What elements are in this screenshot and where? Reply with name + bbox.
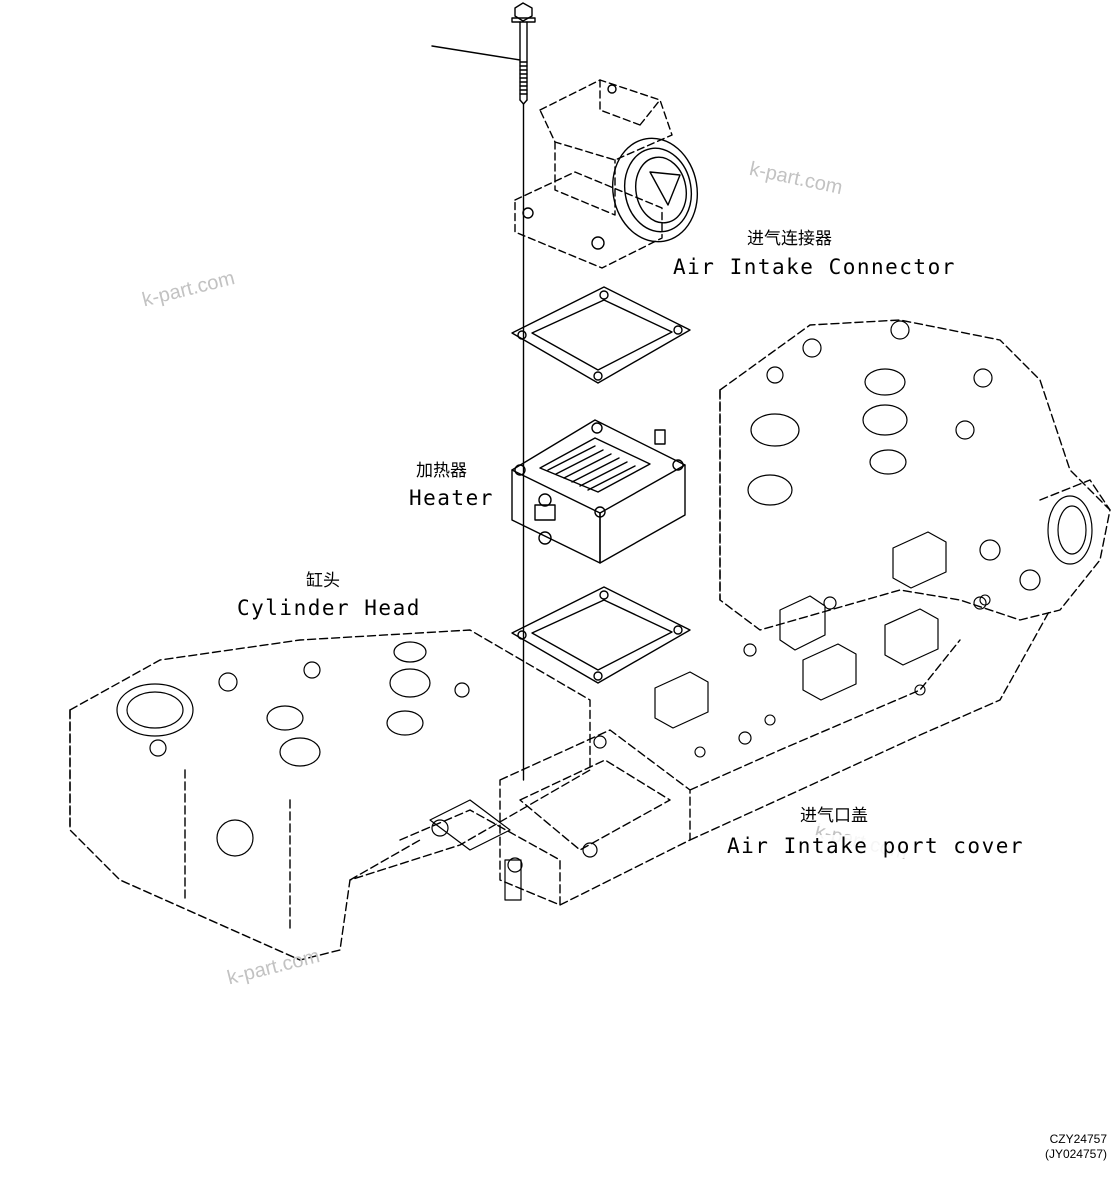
bolt-leader-line — [431, 45, 521, 61]
air-intake-connector-label-cn: 进气连接器 — [745, 229, 834, 249]
cylinder-head-label-en: Cylinder Head — [235, 596, 423, 621]
air-intake-port-cover — [349, 609, 1051, 906]
heater-label-cn: 加热器 — [414, 461, 469, 481]
drawing-code: CZY24757 (JY024757) — [1045, 1132, 1107, 1162]
drawing-code-primary: CZY24757 — [1049, 1132, 1107, 1146]
air-intake-port-cover-label-en: Air Intake port cover — [725, 834, 1027, 859]
air-intake-port-cover-label-cn: 进气口盖 — [798, 806, 870, 826]
heater — [511, 419, 686, 564]
cylinder-head-label-cn: 缸头 — [304, 571, 342, 591]
port-cover-details — [429, 531, 987, 901]
bolt — [511, 2, 536, 105]
heater-label-en: Heater — [407, 486, 496, 511]
air-intake-connector-label-en: Air Intake Connector — [671, 255, 958, 280]
drawing-code-secondary: (JY024757) — [1044, 1147, 1107, 1161]
rail-bolts — [694, 594, 991, 758]
lower-gasket — [511, 586, 691, 684]
upper-gasket — [511, 286, 691, 384]
air-intake-connector — [514, 79, 673, 269]
cylinder-head — [69, 319, 1111, 961]
air-intake-connector-ring — [522, 84, 699, 250]
cylinder-head-details — [116, 320, 1093, 857]
